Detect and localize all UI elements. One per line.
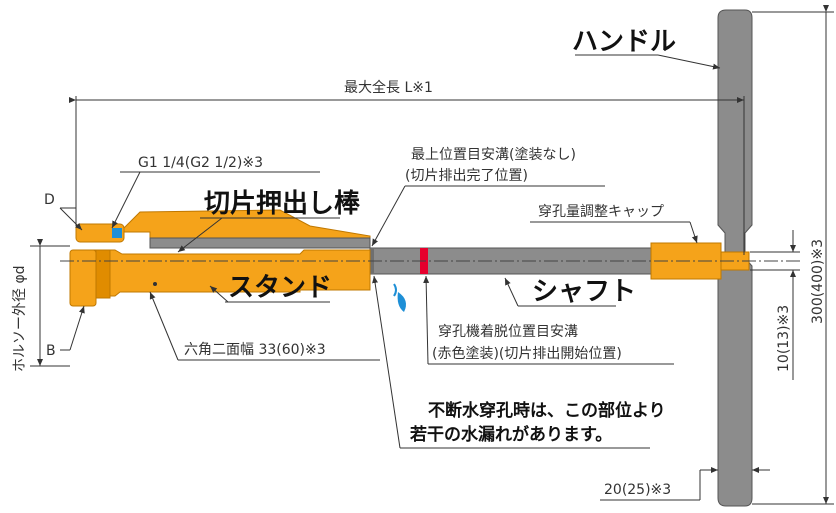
b-label: B [46, 343, 56, 359]
dim-20-label: 20(25)※3 [604, 482, 671, 498]
hex-nut [69, 249, 97, 307]
stand-label: スタンド [228, 273, 332, 303]
ejector-rod-body [149, 237, 371, 249]
top-groove-label-1: 最上位置目安溝(塗装なし) [411, 146, 576, 163]
max-length-label: 最大全長 L※1 [344, 79, 433, 96]
leak-note-line-2: 若干の水漏れがあります。 [409, 424, 612, 445]
leak-note-line-1: 不断水穿孔時は、この部位より [428, 400, 666, 421]
d-label: D [44, 192, 55, 208]
stroke-cap-label: 穿孔量調整キャップ [538, 204, 664, 220]
stand-body [69, 209, 371, 307]
blue-seal [112, 228, 122, 238]
thread-label: G1 1/4(G2 1/2)※3 [138, 155, 263, 171]
ejector-rod-label: 切片押出し棒 [204, 189, 361, 219]
hex-width-label: 六角二面幅 33(60)※3 [184, 342, 326, 358]
detach-groove-label-1: 穿孔機着脱位置目安溝 [438, 324, 578, 340]
dim-10-label: 10(13)※3 [776, 305, 792, 372]
dim-300-label: 300(400)※3 [810, 239, 826, 324]
detach-groove-label-2: (赤色塗装)(切片排出開始位置) [432, 345, 622, 362]
water-drop-icon [393, 283, 406, 312]
shaft-label: シャフト [532, 277, 636, 307]
top-groove-label-2: (切片排出完了位置) [405, 168, 528, 184]
handle-label: ハンドル [572, 27, 676, 57]
holesaw-od-label: ホルソー外径 φd [12, 265, 28, 372]
